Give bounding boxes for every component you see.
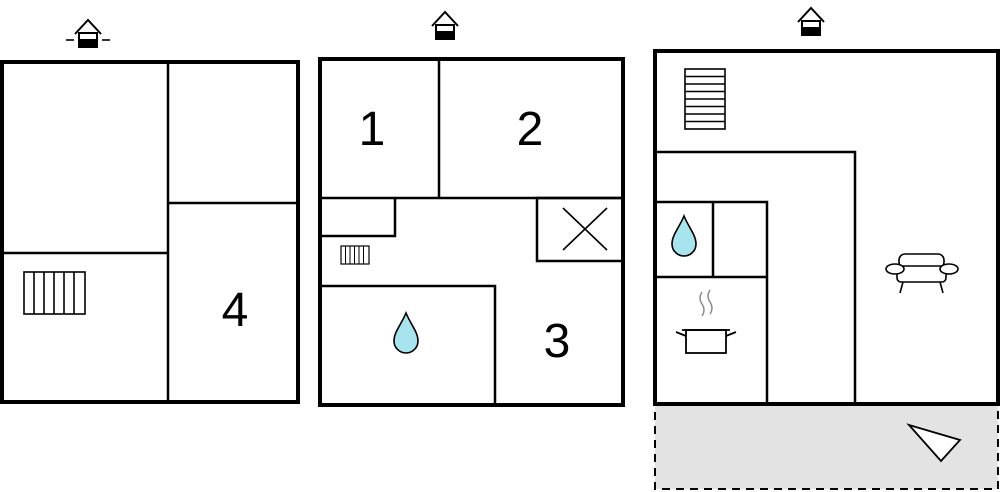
floor-left: 4 bbox=[0, 18, 300, 404]
floor-right bbox=[653, 6, 1000, 490]
water-drop-icon bbox=[393, 310, 419, 354]
terrace-view-icon bbox=[906, 423, 962, 463]
floor-right-outer-wall bbox=[653, 49, 1000, 406]
floor-left-outer-wall bbox=[0, 60, 300, 404]
room-label-3: 3 bbox=[544, 315, 571, 368]
stairs-icon bbox=[684, 68, 726, 130]
sofa-icon bbox=[885, 253, 959, 294]
entrance-icon bbox=[431, 10, 459, 40]
room-label-1: 1 bbox=[359, 103, 386, 156]
heater-icon bbox=[23, 271, 86, 315]
floor-middle: 1 2 3 bbox=[318, 10, 625, 407]
cooking-pot-icon bbox=[675, 289, 737, 354]
entrance-icon bbox=[66, 18, 110, 48]
room-label-4: 4 bbox=[222, 284, 249, 337]
room-label-2: 2 bbox=[517, 103, 544, 156]
heater-icon bbox=[340, 245, 370, 265]
entrance-icon bbox=[797, 6, 825, 36]
water-drop-icon bbox=[671, 213, 697, 257]
